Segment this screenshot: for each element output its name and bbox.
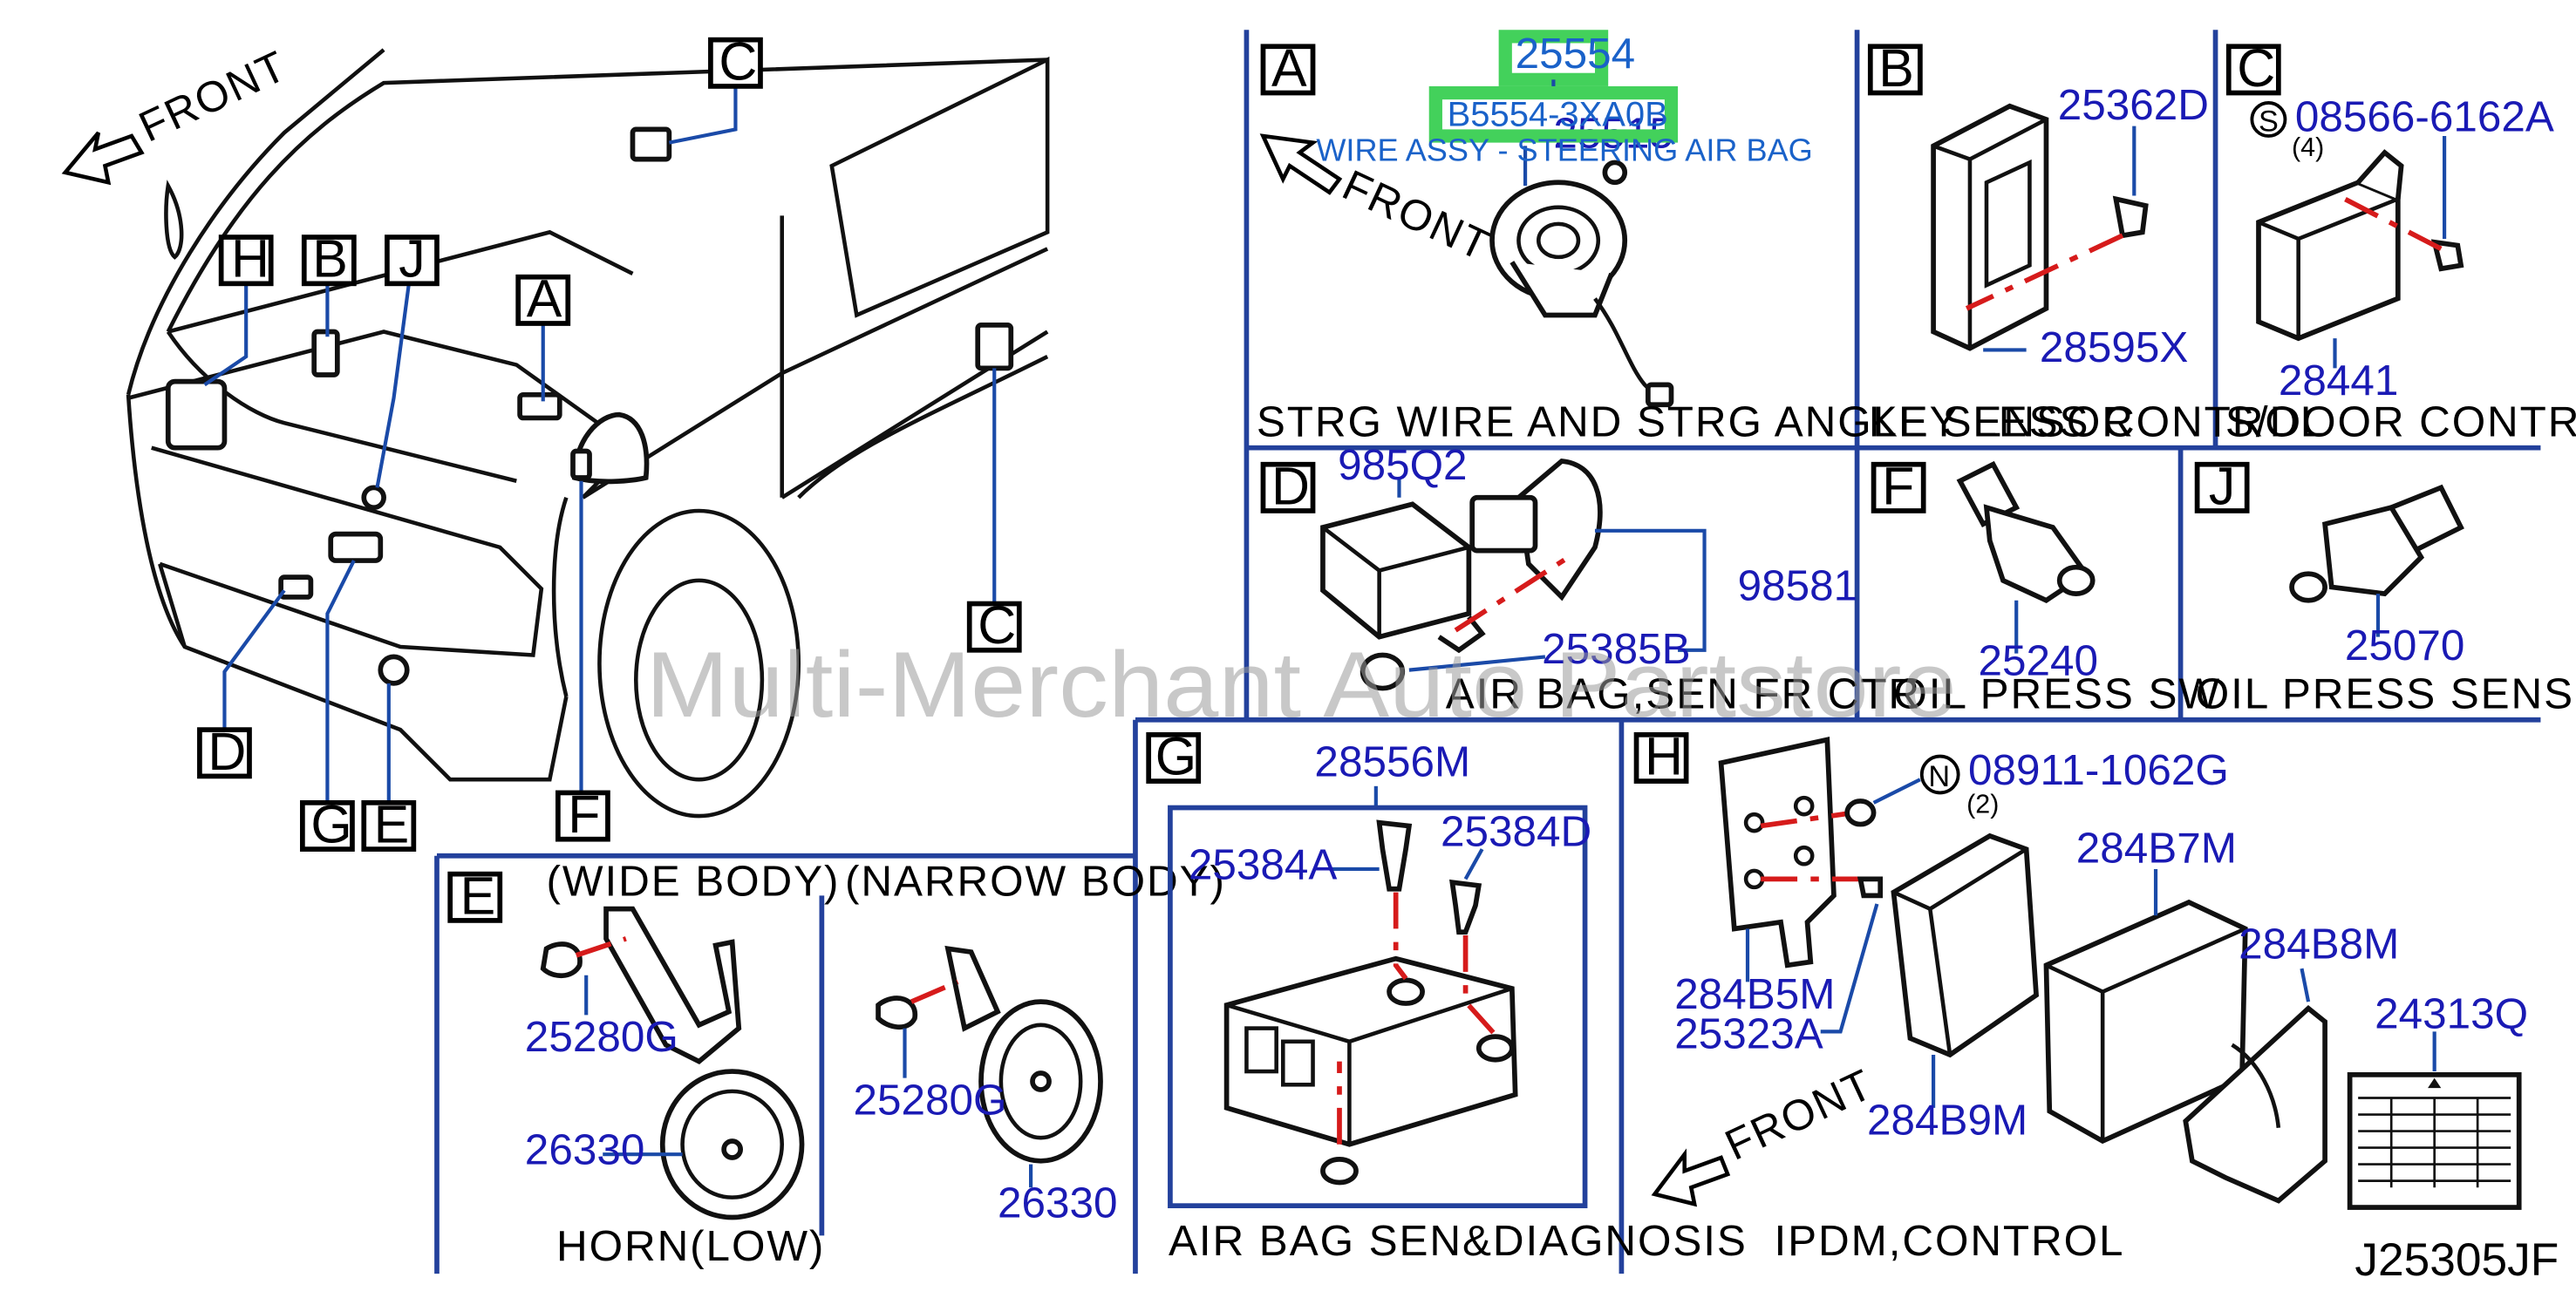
sdoor-control-icon-right (975, 323, 1014, 371)
section-F: F 25240 OIL PRESS SW (1871, 456, 2221, 717)
diagram-code: J25305JF (2355, 1234, 2559, 1286)
section-D-letter: D (1271, 456, 1310, 515)
highlighted-description: WIRE ASSY - STEERING AIR BAG (1316, 133, 1812, 168)
part-number-28556M[interactable]: 28556M (1314, 737, 1470, 785)
part-number-25280G-narrow[interactable]: 25280G (854, 1077, 1007, 1125)
part-number-08911-1062G[interactable]: 08911-1062G (1968, 746, 2229, 794)
steering-sensor-icon (517, 391, 562, 421)
section-H-front-label: FRONT (1718, 1060, 1880, 1170)
section-B-title: KEY LESS CONTROL (1869, 398, 2326, 445)
highlighted-callout[interactable]: 25554 (1516, 30, 1636, 78)
part-number-25280G-wide[interactable]: 25280G (525, 1013, 678, 1061)
part-number-25240[interactable]: 25240 (1978, 636, 2098, 684)
svg-text:A: A (527, 268, 562, 328)
nut-mark-N: N (1928, 760, 1950, 793)
part-number-284B5M[interactable]: 284B5M (1674, 970, 1835, 1018)
watermark: Multi-Merchant Auto Partstore (646, 633, 1957, 737)
section-A-front-label: FRONT (1335, 161, 1497, 271)
section-A-title: STRG WIRE AND STRG ANGLE SENSOR (1257, 398, 2135, 445)
section-E-title: HORN(LOW) (556, 1222, 825, 1270)
overview-box-G: G (300, 795, 355, 854)
section-D: D 985Q2 98581 25385B AIR BAG,SEN FR CTR (1260, 441, 1921, 717)
part-number-25385B[interactable]: 25385B (1542, 625, 1691, 673)
part-number-985Q2[interactable]: 985Q2 (1338, 441, 1467, 489)
part-number-25384D[interactable]: 25384D (1441, 807, 1591, 855)
part-number-28441[interactable]: 28441 (2279, 357, 2399, 404)
section-B-letter: B (1878, 38, 1914, 98)
svg-text:G: G (310, 795, 351, 854)
section-F-letter: F (1882, 456, 1914, 515)
part-number-98581[interactable]: 98581 (1738, 562, 1858, 610)
section-B: B 25362D 28595X KEY LESS CONTROL (1867, 38, 2326, 445)
sdoor-control-icon-top (630, 126, 672, 162)
svg-text:B: B (312, 229, 348, 289)
section-E: E (WIDE BODY) (NARROW BODY) 25280G 26330… (447, 857, 1226, 1270)
part-number-28595X[interactable]: 28595X (2040, 323, 2189, 371)
part-number-26330-wide[interactable]: 26330 (525, 1126, 645, 1174)
svg-text:E: E (374, 795, 410, 854)
overview-box-H: H (218, 229, 274, 289)
section-G: G 28556M 25384A 25384D AIR BAG SEN&DIAGN… (1146, 726, 1748, 1265)
section-H: H N 08911-1062G (2) 284B5M 25323A 284B9M… (1633, 726, 2528, 1265)
part-number-284B9M[interactable]: 284B9M (1867, 1096, 2027, 1144)
overview-box-C-right: C (966, 595, 1022, 655)
narrow-body-label: (NARROW BODY) (845, 857, 1226, 905)
highlight-overlay: 25554 B5554-3XA0B WIRE ASSY - STEERING A… (1316, 30, 1812, 168)
overview-box-C-top: C (708, 31, 763, 91)
part-number-284B8M[interactable]: 284B8M (2239, 921, 2399, 968)
panel-borders (434, 30, 2541, 1274)
section-H-letter: H (1645, 726, 1683, 785)
oil-switch-icon (570, 448, 592, 480)
ipdm-icon (165, 378, 228, 451)
overview-box-J: J (385, 229, 440, 289)
screw-mark-S: S (2259, 105, 2279, 138)
front-arrow-icon: FRONT (1651, 1060, 1880, 1207)
section-J-letter: J (2209, 456, 2235, 515)
front-label: FRONT (132, 42, 294, 152)
overview-box-F: F (555, 785, 610, 844)
section-C-title: S/DOOR CONTROL (2225, 398, 2576, 445)
svg-text:C: C (719, 31, 757, 91)
keyless-icon (311, 329, 340, 377)
front-sensor-icon (278, 574, 314, 600)
section-A-letter: A (1271, 38, 1307, 98)
section-H-qty: (2) (1966, 789, 1999, 819)
section-C: C S 08566-6162A (4) 28441 S/DOOR CONTROL (2225, 38, 2576, 445)
part-number-25070[interactable]: 25070 (2345, 622, 2465, 669)
svg-text:C: C (978, 595, 1016, 655)
oil-sensor-icon (361, 485, 386, 511)
part-number-25362D[interactable]: 25362D (2058, 81, 2209, 129)
wide-body-label: (WIDE BODY) (547, 857, 841, 905)
section-E-letter: E (460, 866, 496, 925)
overview-box-B: B (301, 229, 357, 289)
part-number-08566-6162A[interactable]: 08566-6162A (2295, 92, 2554, 140)
section-F-title: OIL PRESS SW (1893, 669, 2221, 717)
part-number-24313Q[interactable]: 24313Q (2375, 990, 2528, 1038)
part-number-25384A[interactable]: 25384A (1189, 840, 1338, 888)
vehicle-overview: FRONT (61, 31, 1050, 854)
section-G-letter: G (1155, 726, 1196, 785)
section-J-title: OIL PRESS SENSOR (2196, 669, 2576, 717)
airbag-unit-icon (328, 531, 384, 563)
svg-text:J: J (399, 229, 425, 289)
horn-icon (378, 654, 410, 686)
section-D-title: AIR BAG,SEN FR CTR (1446, 669, 1921, 717)
section-C-qty: (4) (2292, 133, 2324, 162)
svg-text:D: D (208, 722, 246, 781)
section-J: J 25070 OIL PRESS SENSOR (2194, 456, 2576, 717)
section-H-title: IPDM,CONTROL (1774, 1217, 2124, 1265)
part-number-284B7M[interactable]: 284B7M (2076, 824, 2237, 872)
part-number-26330-narrow[interactable]: 26330 (998, 1179, 1118, 1227)
highlighted-part-number[interactable]: B5554-3XA0B (1448, 96, 1668, 134)
section-G-title: AIR BAG SEN&DIAGNOSIS (1169, 1217, 1748, 1265)
section-C-letter: C (2237, 38, 2275, 98)
svg-text:F: F (568, 785, 600, 844)
overview-box-E: E (361, 795, 417, 854)
svg-text:H: H (231, 229, 269, 289)
part-number-25323A[interactable]: 25323A (1674, 1009, 1823, 1057)
overview-box-D: D (197, 722, 252, 781)
overview-box-A: A (515, 268, 571, 328)
